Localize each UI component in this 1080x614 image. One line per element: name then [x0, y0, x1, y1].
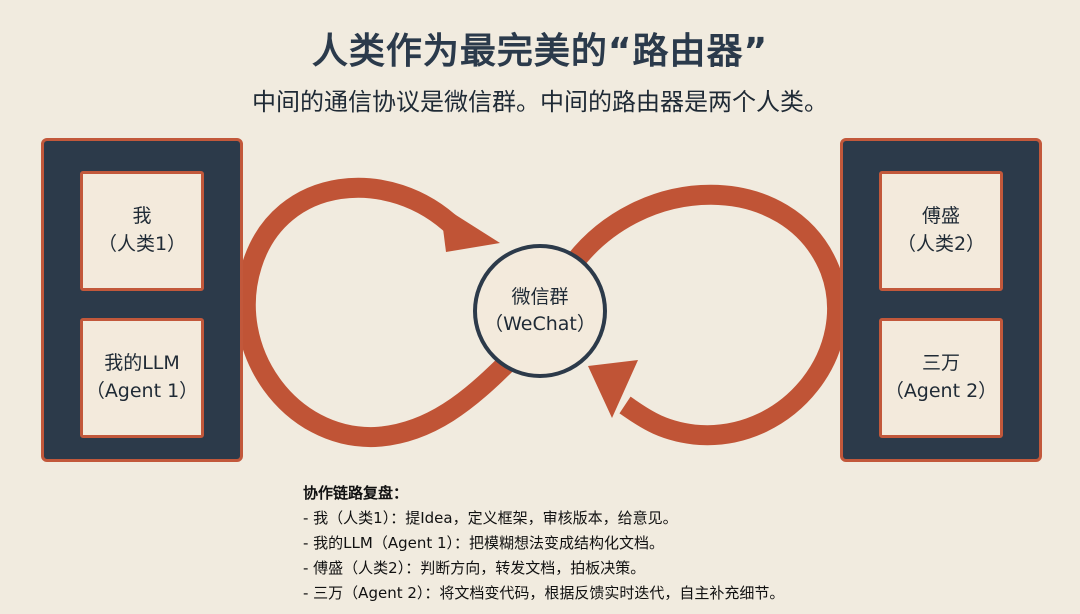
diagram-title: 人类作为最完美的“路由器”	[311, 31, 769, 72]
card-agent-1: 我的LLM （Agent 1）	[80, 318, 204, 438]
notes-item: - 我的LLM（Agent 1）：把模糊想法变成结构化文档。	[303, 534, 665, 552]
notes-item: - 傅盛（人类2）：判断方向，转发文档，拍板决策。	[303, 559, 646, 577]
left-panel: 我 （人类1） 我的LLM （Agent 1）	[41, 138, 243, 462]
card-agent-2: 三万 （Agent 2）	[879, 318, 1003, 438]
notes-item: - 三万（Agent 2）：将文档变代码，根据反馈实时迭代，自主补充细节。	[303, 584, 785, 602]
card-human-1-name: 我	[132, 205, 152, 228]
card-agent-2-role: （Agent 2）	[884, 380, 998, 402]
wechat-hub-circle: 微信群 （WeChat）	[473, 244, 607, 378]
card-human-2: 傅盛 （人类2）	[879, 171, 1003, 291]
right-panel: 傅盛 （人类2） 三万 （Agent 2）	[840, 138, 1042, 462]
right-loop-path	[561, 184, 848, 446]
collaboration-notes: 协作链路复盘： - 我（人类1）：提Idea，定义框架，审核版本，给意见。 - …	[303, 481, 863, 606]
card-agent-2-name: 三万	[921, 352, 960, 375]
notes-item: - 我（人类1）：提Idea，定义框架，审核版本，给意见。	[303, 509, 678, 527]
left-arrowhead	[440, 205, 500, 252]
notes-heading: 协作链路复盘：	[303, 484, 409, 502]
hub-label: 微信群	[511, 286, 569, 309]
card-agent-1-role: （Agent 1）	[85, 380, 199, 402]
card-human-1-role: （人类1）	[97, 233, 187, 255]
card-human-1: 我 （人类1）	[80, 171, 204, 291]
diagram-subtitle: 中间的通信协议是微信群。中间的路由器是两个人类。	[252, 88, 828, 116]
card-human-2-role: （人类2）	[896, 233, 986, 255]
card-agent-1-name: 我的LLM	[104, 352, 180, 375]
right-arrowhead	[588, 360, 638, 418]
hub-sublabel: （WeChat）	[484, 313, 596, 335]
left-loop-path	[235, 177, 518, 448]
card-human-2-name: 傅盛	[921, 205, 960, 228]
